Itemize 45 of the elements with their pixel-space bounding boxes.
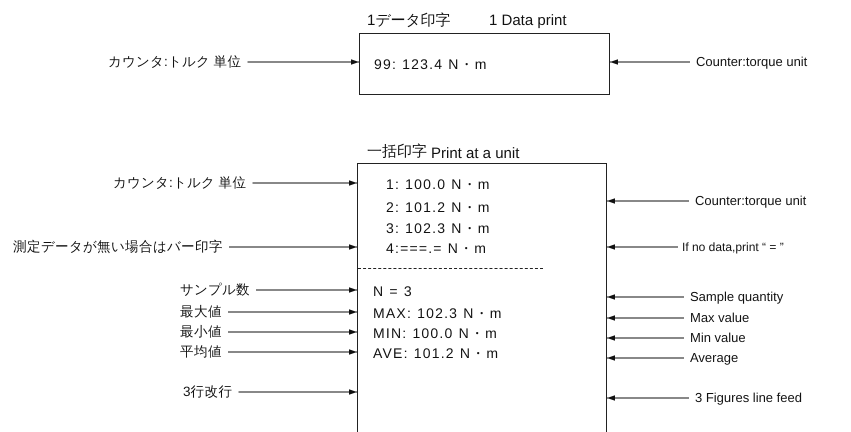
arrow [228,329,357,335]
printout-line: 2: 101.2 N・m [386,199,491,215]
arrow [607,198,689,204]
annotation-label: カウンタ:トルク 単位 [113,175,247,191]
printout-line: N = 3 [373,283,413,299]
arrow [252,180,357,186]
printout-heading: Print at a unit [431,145,520,163]
arrow [228,349,357,355]
annotation-label: 平均値 [180,344,222,360]
arrow [607,335,684,341]
annotation-label: 最大値 [180,304,222,320]
annotation-label: 3 Figures line feed [695,390,802,406]
arrow [607,355,684,361]
arrow [238,389,357,395]
printout-line: 99: 123.4 N・m [374,56,488,72]
printout-line: MAX: 102.3 N・m [373,305,503,321]
arrow [228,309,357,315]
annotation-label: 測定データが無い場合はバー印字 [13,239,223,255]
annotation-label: Sample quantity [690,289,784,305]
arrow [610,59,690,65]
arrow [248,59,359,65]
arrow [256,287,357,293]
arrow [607,294,684,300]
arrow [607,315,684,321]
annotation-label: カウンタ:トルク 単位 [108,54,242,70]
printout-heading: 一括印字 [367,143,427,161]
printout-line: 1: 100.0 N・m [386,176,491,192]
annotation-label: Max value [690,310,750,326]
printout-line: 3: 102.3 N・m [386,220,491,236]
printout-heading: 1 Data print [489,12,567,30]
annotation-label: Average [690,350,738,366]
printout-heading: 1データ印字 [367,12,450,30]
annotation-label: Counter:torque unit [695,193,806,209]
annotation-label: 最小値 [180,324,222,340]
annotation-label: 3行改行 [183,384,233,400]
arrow [229,244,357,250]
annotation-label: Counter:torque unit [696,54,808,70]
arrow [607,395,689,401]
annotation-label: サンプル数 [180,282,250,298]
printout-line: AVE: 101.2 N・m [373,345,500,361]
annotation-label: Min value [690,330,746,346]
annotation-label: If no data,print “ = ” [682,239,784,255]
arrow [607,244,678,250]
printout-line: 4:===.= N・m [386,240,488,256]
printout-line: MIN: 100.0 N・m [373,325,498,341]
